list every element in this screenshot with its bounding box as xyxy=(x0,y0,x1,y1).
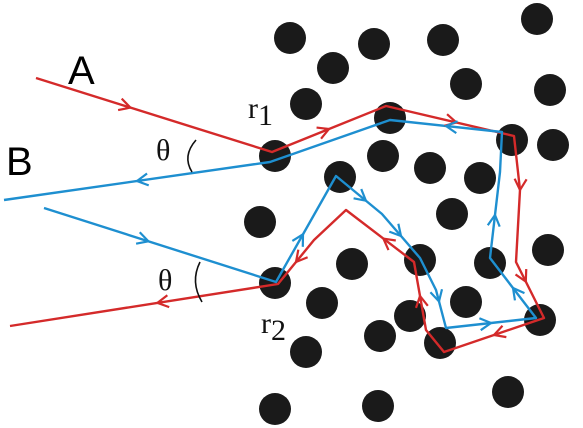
label-scatterer-r1-sub: 1 xyxy=(258,99,273,132)
arrow-head xyxy=(491,325,507,339)
scatterer-dot xyxy=(306,287,338,319)
label-scatterer-r2: r2 xyxy=(261,307,286,347)
arrow-head xyxy=(414,293,429,309)
scatterer-dot xyxy=(521,3,553,35)
scatterer-dot xyxy=(427,24,459,56)
arrow-head xyxy=(353,188,368,203)
scatterer-dot xyxy=(474,247,506,279)
label-scatterer-r2-sub: 2 xyxy=(271,314,286,347)
arrow-head xyxy=(486,212,501,228)
label-angle-top: θ xyxy=(156,134,170,167)
scatterer-dot xyxy=(537,129,569,161)
arrow-head xyxy=(513,178,528,193)
label-scatterer-r2-main: r xyxy=(261,307,271,340)
label-path-a: A xyxy=(68,49,95,93)
arrow-head xyxy=(316,126,332,140)
scatterer-dot xyxy=(367,140,399,172)
arrow-head xyxy=(155,294,170,309)
scatterer-dot xyxy=(259,267,291,299)
angle-arc-top xyxy=(187,139,197,173)
scatterer-dot xyxy=(414,152,446,184)
scatterer-dot xyxy=(532,234,564,266)
scatterer-dot xyxy=(450,286,482,318)
angle-arc-bottom xyxy=(194,261,203,303)
scatterer-dot xyxy=(394,300,426,332)
arrow-head xyxy=(381,237,396,251)
scatterer-dot xyxy=(364,320,396,352)
arrow-head xyxy=(478,317,494,332)
label-scatterer-r1-main: r xyxy=(248,92,258,125)
angle-arc-group xyxy=(187,139,203,303)
scatterer-dot xyxy=(336,248,368,280)
scatterer-dot xyxy=(358,28,390,60)
scatterer-dot xyxy=(362,390,394,422)
label-scatterer-r1: r1 xyxy=(248,92,273,132)
scatterer-dot xyxy=(492,376,524,408)
label-path-b: B xyxy=(6,140,33,184)
scatterer-dot xyxy=(317,52,349,84)
scatterer-group xyxy=(244,3,569,425)
scatterer-dot xyxy=(274,22,306,54)
scatterer-dot xyxy=(534,74,566,106)
arrow-head xyxy=(429,288,444,304)
arrow-head xyxy=(291,232,305,247)
scatterer-dot xyxy=(259,393,291,425)
arrow-head xyxy=(511,286,525,301)
scatterer-dot xyxy=(496,124,528,156)
arrow-head xyxy=(388,223,403,238)
arrow-head xyxy=(294,249,309,264)
scatterer-dot xyxy=(464,162,496,194)
scatterer-dot xyxy=(290,336,322,368)
ray-path-group xyxy=(3,76,546,354)
scatterer-dot xyxy=(290,88,322,120)
label-angle-bottom: θ xyxy=(158,264,172,297)
scatterer-dot xyxy=(450,68,482,100)
scatterer-dot xyxy=(244,206,276,238)
arrow-head xyxy=(514,269,528,284)
scatterer-dot xyxy=(436,198,468,230)
arrow-head xyxy=(135,231,151,245)
arrow-head xyxy=(117,97,133,112)
arrow-head xyxy=(134,172,150,187)
arrow-head xyxy=(443,120,458,135)
